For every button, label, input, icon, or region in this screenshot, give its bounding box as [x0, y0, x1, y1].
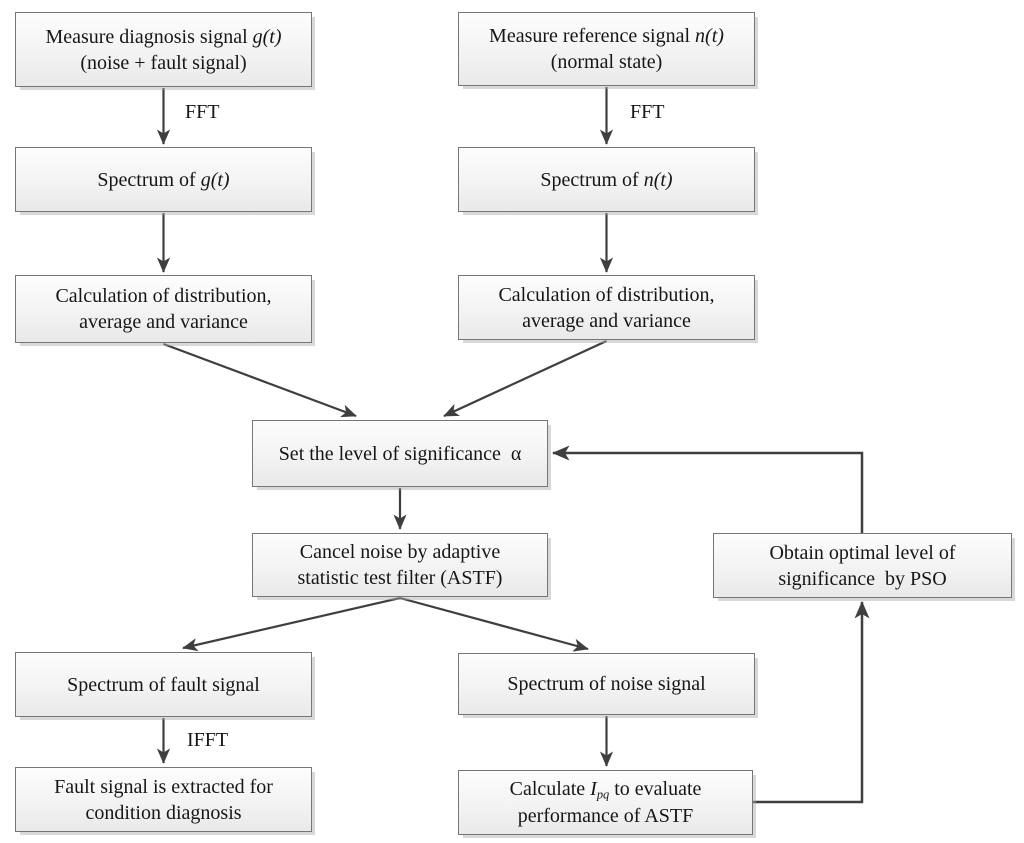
edge-label-fft-left: FFT [185, 101, 220, 123]
arrow-cancel-noise-to-spectrum-fault [182, 596, 401, 652]
node-text: Calculation of distribution, [55, 285, 272, 307]
node-text: Spectrum of noise signal [507, 673, 706, 695]
node-text: statistic test filter (ASTF) [297, 567, 503, 589]
node-set-level-significance: Set the level of significance α [252, 420, 548, 487]
arrow-calc-left-to-set-level [163, 342, 357, 418]
arrow-calc-right-to-set-level [443, 340, 607, 417]
arrow-obtain-optimal-to-set-level [551, 445, 864, 533]
node-text: (normal state) [550, 51, 663, 73]
node-text: Measure diagnosis signal g(t) [45, 25, 282, 48]
node-text: Spectrum of n(t) [540, 168, 673, 191]
edge-label-fft-right: FFT [630, 101, 665, 123]
node-spectrum-n: Spectrum of n(t) [458, 147, 755, 212]
node-text: Spectrum of g(t) [97, 168, 230, 191]
node-text: condition diagnosis [85, 801, 242, 824]
node-calculate-ipq: Calculate Ipq to evaluate performance of… [458, 770, 753, 835]
node-cancel-noise-astf: Cancel noise by adaptive statistic test … [252, 533, 548, 597]
arrow-cancel-noise-to-spectrum-noise [399, 596, 589, 652]
node-spectrum-fault-signal: Spectrum of fault signal [15, 652, 312, 717]
node-text: Calculate Ipq to evaluate [509, 778, 702, 802]
node-text: significance by PSO [778, 567, 947, 590]
node-fault-signal-extracted: Fault signal is extracted for condition … [15, 767, 312, 832]
node-text: performance of ASTF [517, 804, 694, 827]
node-calc-distribution-right: Calculation of distribution, average and… [458, 275, 755, 340]
node-text: Obtain optimal level of [769, 541, 956, 564]
node-text: Calculation of distribution, [498, 283, 715, 306]
node-text: average and variance [522, 309, 691, 332]
node-spectrum-g: Spectrum of g(t) [15, 147, 312, 212]
node-obtain-optimal-pso: Obtain optimal level of significance by … [713, 533, 1012, 598]
node-text: Spectrum of fault signal [67, 673, 260, 696]
node-text: Cancel noise by adaptive [299, 541, 501, 563]
node-text: Set the level of significance α [278, 442, 522, 465]
node-measure-reference: Measure reference signal n(t) (normal st… [458, 12, 755, 86]
node-text: Fault signal is extracted for [54, 775, 273, 798]
node-text: (noise + fault signal) [80, 51, 247, 74]
edge-label-ifft: IFFT [187, 729, 229, 751]
node-text: average and variance [79, 311, 248, 333]
node-text: Measure reference signal n(t) [489, 25, 724, 47]
node-calc-distribution-left: Calculation of distribution, average and… [15, 275, 312, 343]
arrow-calculate-ipq-to-obtain-optimal [753, 600, 870, 804]
alpha-symbol: α [510, 442, 522, 465]
node-measure-diagnosis: Measure diagnosis signal g(t) (noise + f… [15, 12, 312, 87]
node-spectrum-noise-signal: Spectrum of noise signal [458, 653, 755, 715]
